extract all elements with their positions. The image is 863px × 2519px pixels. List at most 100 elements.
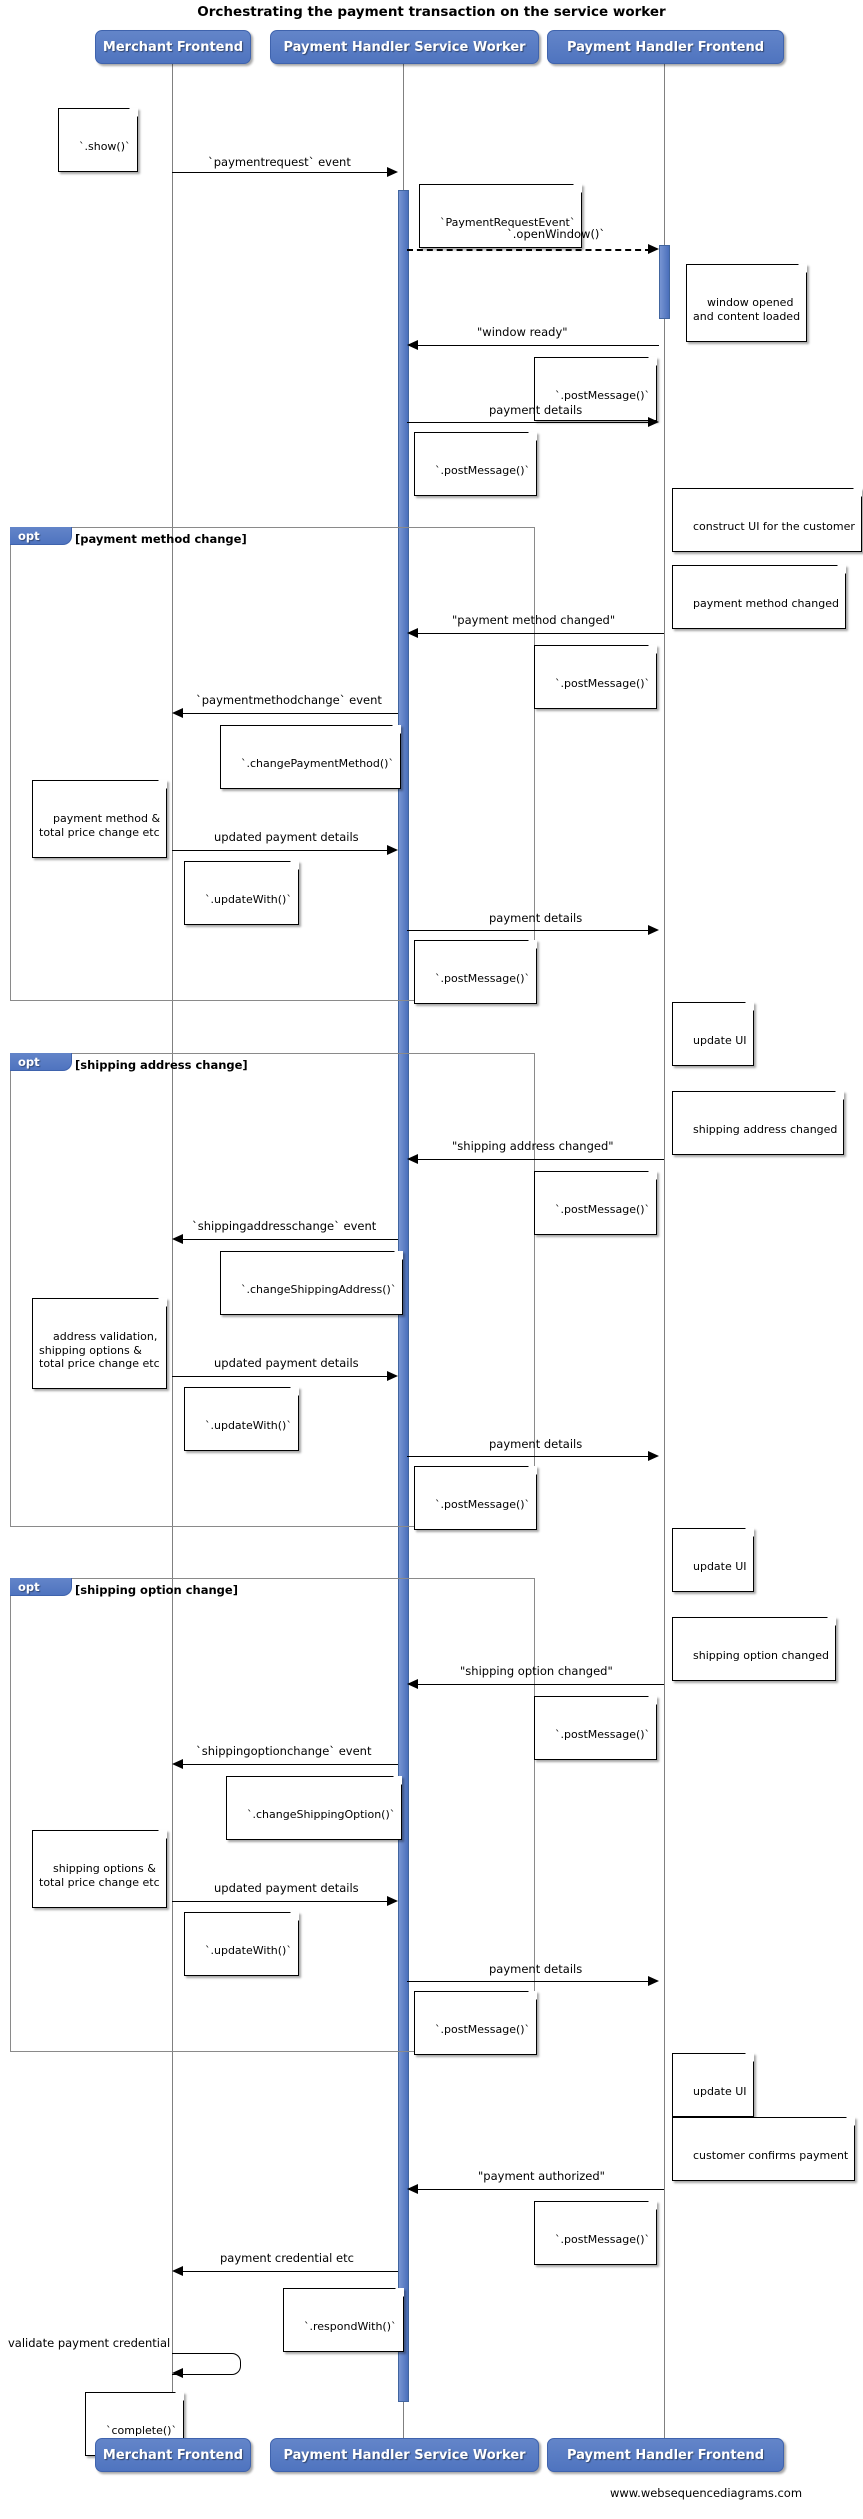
note-fold-icon — [128, 108, 138, 117]
msg-line-payment-authorized — [412, 2189, 664, 2190]
msg-label-paymentmethodchange: `paymentmethodchange` event — [196, 693, 382, 707]
note-fold-icon — [826, 1617, 836, 1626]
actor-service-worker-top[interactable]: Payment Handler Service Worker — [270, 30, 539, 64]
note-show: `.show()` — [58, 108, 138, 172]
actor-payment-handler-frontend-top[interactable]: Payment Handler Frontend — [547, 30, 784, 64]
actor-service-worker-bottom[interactable]: Payment Handler Service Worker — [270, 2438, 539, 2472]
msg-arrow-updated-payment-details-3 — [387, 1896, 398, 1906]
lifeline-payment-handler-frontend — [664, 62, 665, 2462]
actor-label: Merchant Frontend — [102, 39, 244, 55]
note-text: `.changePaymentMethod()` — [241, 757, 394, 770]
msg-arrow-payment-method-changed — [407, 628, 418, 638]
note-fold-icon — [289, 1912, 299, 1921]
msg-arrow-paymentrequest — [387, 167, 398, 177]
actor-merchant-frontend-top[interactable]: Merchant Frontend — [95, 30, 251, 64]
note-fold-icon — [744, 1002, 754, 1011]
note-post-message-2: `.postMessage()` — [414, 432, 538, 496]
note-text: address validation, shipping options & t… — [39, 1330, 160, 1370]
note-update-ui-1: update UI — [672, 1002, 754, 1066]
msg-line-shipping-option-changed — [412, 1684, 664, 1685]
msg-label-payment-authorized: "payment authorized" — [478, 2169, 605, 2183]
note-fold-icon — [648, 2201, 658, 2210]
msg-label-updated-payment-details-2: updated payment details — [214, 1356, 359, 1370]
note-post-message-1: `.postMessage()` — [534, 357, 658, 421]
msg-line-window-ready — [412, 345, 659, 346]
frag-shipping-address-change-label: [shipping address change] — [75, 1058, 248, 1072]
note-text: `.postMessage()` — [555, 1203, 651, 1216]
actor-payment-handler-frontend-bottom[interactable]: Payment Handler Frontend — [547, 2438, 784, 2472]
msg-label-validate-payment-credential: validate payment credential — [8, 2336, 171, 2350]
note-payment-method-changed: payment method changed — [672, 565, 846, 629]
note-update-ui-2: update UI — [672, 1528, 754, 1592]
note-fold-icon — [835, 1091, 845, 1100]
note-text: shipping address changed — [693, 1123, 838, 1136]
msg-arrow-payment-details-2 — [648, 925, 659, 935]
fragment-kind: opt — [18, 1579, 40, 1594]
msg-arrow-payment-details-4 — [648, 1976, 659, 1986]
msg-arrow-open-window — [648, 244, 659, 254]
note-post-message-6: `.postMessage()` — [414, 1466, 538, 1530]
msg-label-payment-details-3: payment details — [489, 1437, 583, 1451]
note-post-message-9: `.postMessage()` — [534, 2201, 658, 2265]
msg-label-shippingoptionchange: `shippingoptionchange` event — [196, 1744, 372, 1758]
msg-selfloop-validate-payment-credential — [172, 2353, 241, 2375]
frag-payment-method-change-tab: opt — [10, 527, 72, 545]
note-fold-icon — [798, 264, 808, 273]
msg-arrow-payment-authorized — [407, 2184, 418, 2194]
note-text: `.show()` — [79, 140, 131, 153]
msg-line-paymentmethodchange — [177, 713, 398, 714]
frag-payment-method-change-box — [10, 527, 535, 1001]
msg-arrow-paymentmethodchange — [172, 708, 183, 718]
note-fold-icon — [744, 1528, 754, 1537]
note-text: update UI — [693, 2085, 747, 2098]
msg-label-shippingaddresschange: `shippingaddresschange` event — [192, 1219, 377, 1233]
note-text: `.updateWith()` — [205, 1419, 292, 1432]
msg-arrow-shipping-address-changed — [407, 1154, 418, 1164]
msg-arrow-updated-payment-details-1 — [387, 845, 398, 855]
diagram-title: Orchestrating the payment transaction on… — [197, 4, 666, 20]
note-text: `.postMessage()` — [435, 2023, 531, 2036]
note-shipping-address-changed: shipping address changed — [672, 1091, 845, 1155]
msg-line-updated-payment-details-1 — [172, 850, 392, 851]
note-construct-ui: construct UI for the customer — [672, 488, 862, 552]
note-text: payment method changed — [693, 597, 839, 610]
note-fold-icon — [394, 1251, 404, 1260]
msg-arrow-window-ready — [407, 340, 418, 350]
note-text: `.postMessage()` — [555, 2233, 651, 2246]
msg-line-payment-details-1 — [407, 422, 654, 423]
frag-shipping-option-change-box — [10, 1578, 535, 2052]
note-fold-icon — [528, 432, 538, 441]
msg-label-payment-details-1: payment details — [489, 403, 583, 417]
note-fold-icon — [158, 780, 168, 789]
note-fold-icon — [744, 2053, 754, 2062]
note-fold-icon — [391, 725, 401, 734]
actor-merchant-frontend-bottom[interactable]: Merchant Frontend — [95, 2438, 251, 2472]
note-post-message-7: `.postMessage()` — [534, 1696, 658, 1760]
note-address-validation: address validation, shipping options & t… — [32, 1298, 167, 1389]
note-payment-method-total-price: payment method & total price change etc — [32, 780, 168, 858]
msg-label-open-window: `.openWindow()` — [507, 227, 606, 241]
note-shipping-option-changed: shipping option changed — [672, 1617, 836, 1681]
note-fold-icon — [846, 2117, 856, 2126]
note-text: construct UI for the customer — [693, 520, 855, 533]
msg-arrow-shippingoptionchange — [172, 1759, 183, 1769]
note-text: update UI — [693, 1034, 747, 1047]
msg-label-window-ready: "window ready" — [477, 325, 568, 339]
note-post-message-5: `.postMessage()` — [534, 1171, 658, 1235]
note-fold-icon — [648, 1696, 658, 1705]
note-window-opened: window opened and content loaded — [686, 264, 808, 342]
note-payment-request-event: `PaymentRequestEvent` — [419, 184, 583, 248]
note-fold-icon — [174, 2392, 184, 2401]
msg-label-payment-method-changed: "payment method changed" — [452, 613, 616, 627]
note-post-message-3: `.postMessage()` — [534, 645, 658, 709]
note-fold-icon — [648, 1171, 658, 1180]
note-text: `.updateWith()` — [205, 893, 292, 906]
msg-arrow-payment-details-3 — [648, 1451, 659, 1461]
frag-shipping-option-change-label: [shipping option change] — [75, 1583, 238, 1597]
fragment-kind: opt — [18, 528, 40, 543]
note-text: `.postMessage()` — [435, 972, 531, 985]
msg-line-payment-details-3 — [407, 1456, 654, 1457]
actor-label: Payment Handler Frontend — [566, 39, 765, 55]
msg-arrow-shippingaddresschange — [172, 1234, 183, 1244]
